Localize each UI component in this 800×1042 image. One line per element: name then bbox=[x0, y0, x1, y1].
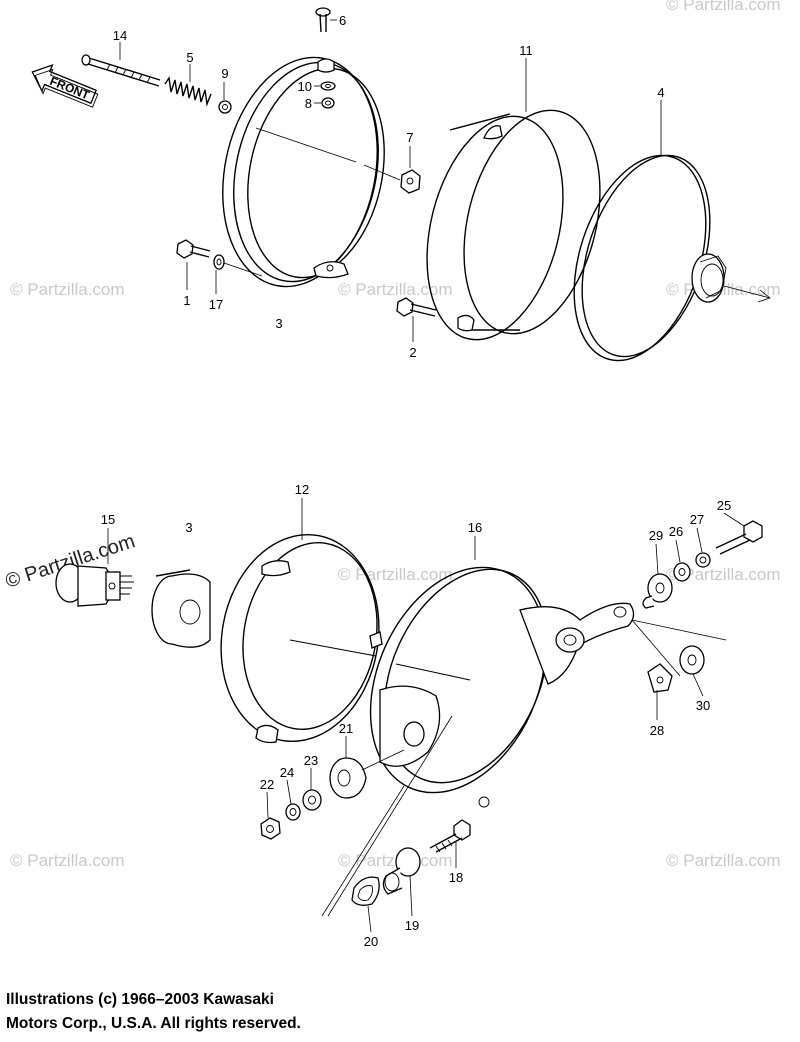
callout-25: 25 bbox=[717, 498, 731, 513]
callout-1: 1 bbox=[183, 293, 190, 308]
callout-27: 27 bbox=[690, 512, 704, 527]
callout-13: 3 bbox=[185, 520, 192, 535]
watermark: © Partzilla.com bbox=[338, 851, 453, 870]
part-13-socket-cover bbox=[151, 569, 211, 648]
part-6-screw bbox=[315, 7, 331, 33]
callout-10: 10 bbox=[298, 79, 312, 94]
watermark: © Partzilla.com bbox=[10, 851, 125, 870]
part-14-bolt bbox=[81, 54, 161, 87]
part-27-washer bbox=[695, 552, 711, 568]
part-15-bulb bbox=[55, 563, 134, 607]
callout-16: 16 bbox=[468, 520, 482, 535]
callout-26: 26 bbox=[669, 524, 683, 539]
callout-30: 30 bbox=[696, 698, 710, 713]
part-17-washer bbox=[213, 254, 263, 277]
part-20-cushion bbox=[351, 876, 380, 906]
callout-29: 29 bbox=[649, 528, 663, 543]
watermark: © Partzilla.com bbox=[338, 565, 453, 584]
part-8-nut bbox=[321, 97, 335, 109]
callout-leaders bbox=[107, 19, 745, 933]
callout-12: 12 bbox=[295, 482, 309, 497]
part-21-grommet bbox=[329, 749, 405, 799]
part-12-reflector-rim bbox=[220, 533, 383, 744]
callout-15: 15 bbox=[101, 512, 115, 527]
front-arrow-icon: FRONT bbox=[31, 63, 99, 108]
part-16-housing bbox=[369, 566, 635, 808]
callout-17: 17 bbox=[209, 297, 223, 312]
callout-numbers: 14 5 9 6 10 8 7 11 4 1 17 3 2 12 15 3 16… bbox=[101, 13, 731, 949]
callout-2: 2 bbox=[409, 345, 416, 360]
callout-24: 24 bbox=[280, 765, 294, 780]
part-2-bolt bbox=[396, 297, 437, 317]
callout-11: 11 bbox=[519, 43, 533, 58]
part-30-grommet bbox=[679, 645, 705, 675]
callout-3: 3 bbox=[275, 316, 282, 331]
callout-22: 22 bbox=[260, 777, 274, 792]
callout-5: 5 bbox=[186, 50, 193, 65]
watermark: © Partzilla.com bbox=[666, 851, 781, 870]
copyright-line-1: Illustrations (c) 1966–2003 Kawasaki bbox=[6, 991, 274, 1008]
callout-4: 4 bbox=[657, 85, 664, 100]
part-7-nut bbox=[363, 164, 421, 194]
part-18-bolt bbox=[429, 819, 471, 853]
part-23-collar bbox=[302, 789, 322, 811]
part-5-spring bbox=[164, 76, 212, 107]
callout-19: 19 bbox=[405, 918, 419, 933]
part-26-collar bbox=[673, 562, 691, 582]
part-11-inner-ring bbox=[426, 109, 601, 341]
watermark: © Partzilla.com bbox=[338, 280, 453, 299]
part-9-nut bbox=[218, 100, 232, 114]
callout-28: 28 bbox=[650, 723, 664, 738]
part-24-washer bbox=[285, 803, 301, 821]
callout-7: 7 bbox=[406, 130, 413, 145]
part-19-spacer bbox=[382, 847, 421, 895]
callout-23: 23 bbox=[304, 753, 318, 768]
callout-18: 18 bbox=[449, 870, 463, 885]
part-4-headlight-lens bbox=[573, 154, 771, 362]
callout-6: 6 bbox=[339, 13, 346, 28]
part-29-grommet bbox=[642, 573, 673, 609]
callout-9: 9 bbox=[221, 66, 228, 81]
watermark: © Partzilla.com bbox=[666, 565, 781, 584]
part-28-bracket bbox=[647, 663, 673, 693]
part-10-washer bbox=[320, 81, 336, 91]
part-3-rim bbox=[222, 56, 385, 288]
part-22-nut bbox=[260, 817, 281, 840]
watermark: © Partzilla.com bbox=[666, 0, 781, 14]
callout-14: 14 bbox=[113, 28, 127, 43]
callout-8: 8 bbox=[305, 96, 312, 111]
callout-20: 20 bbox=[364, 934, 378, 949]
watermark: © Partzilla.com bbox=[10, 280, 125, 299]
callout-21: 21 bbox=[339, 721, 353, 736]
part-25-bolt bbox=[715, 520, 763, 555]
part-1-bolt bbox=[176, 239, 211, 259]
copyright-line-2: Motors Corp., U.S.A. All rights reserved… bbox=[6, 1015, 301, 1032]
copyright-notice: Illustrations (c) 1966–2003 Kawasaki Mot… bbox=[6, 988, 526, 1036]
